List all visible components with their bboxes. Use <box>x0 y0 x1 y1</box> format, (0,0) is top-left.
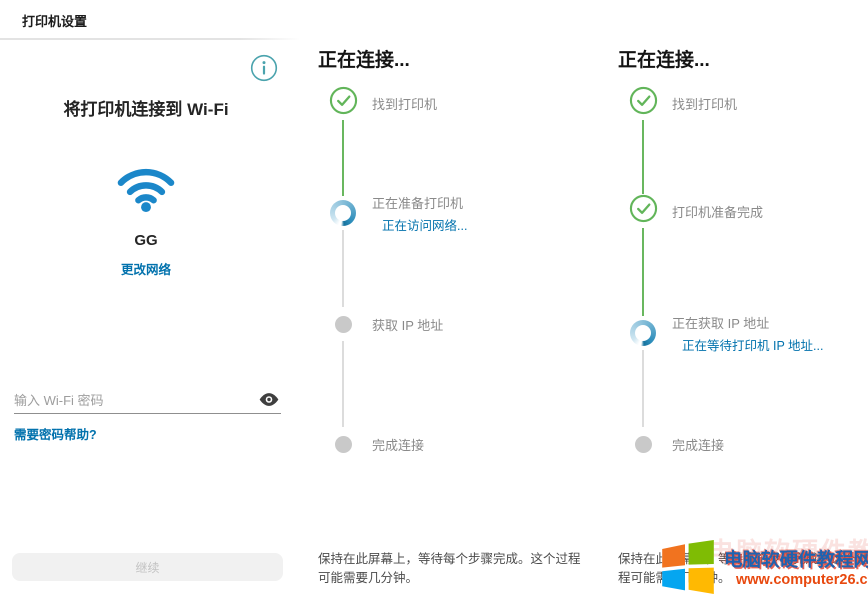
window-title: 打印机设置 <box>22 14 88 29</box>
progress-steps: 找到打印机正在准备打印机正在访问网络... 获取 IP 地址完成连接 <box>318 0 600 599</box>
step-spinner-icon <box>330 200 356 226</box>
progress-step: 完成连接 <box>328 429 600 459</box>
step-connector <box>642 228 644 316</box>
step-label: 正在获取 IP 地址 <box>672 315 770 331</box>
step-substatus: 正在等待打印机 IP 地址... <box>682 338 824 353</box>
progress-step: 找到打印机 <box>628 86 868 120</box>
show-password-toggle[interactable] <box>257 392 281 410</box>
continue-button[interactable]: 继续 <box>12 553 283 581</box>
progress-step: 获取 IP 地址 <box>328 309 600 339</box>
step-label: 找到打印机 <box>372 96 438 112</box>
wait-note: 保持在此屏幕上，等待每个步骤完成。这个过程可能需要几分钟。 <box>318 552 581 586</box>
connecting-title: 正在连接... <box>318 50 410 71</box>
wifi-password-input[interactable] <box>14 393 257 408</box>
step-substatus: 正在访问网络... <box>382 218 468 233</box>
step-done-check-icon <box>329 86 358 120</box>
wait-note: 保持在此屏幕上，等待每个步骤完成。这个过程可能需要几分钟。 <box>618 552 868 586</box>
wifi-icon <box>108 150 184 213</box>
step-label: 正在准备打印机 <box>372 195 464 211</box>
step-label: 打印机准备完成 <box>672 204 764 220</box>
connecting-panel-1: 正在连接... 找到打印机正在准备打印机正在访问网络... 获取 IP 地址完成连… <box>318 0 600 599</box>
progress-step: 完成连接 <box>628 429 868 459</box>
step-connector <box>642 350 644 427</box>
progress-step: 打印机准备完成 <box>628 194 868 228</box>
step-label: 完成连接 <box>672 437 725 453</box>
progress-step: 正在准备打印机正在访问网络... <box>328 196 600 233</box>
eye-icon <box>258 392 280 410</box>
connecting-title: 正在连接... <box>618 50 710 71</box>
progress-steps: 找到打印机打印机准备完成正在获取 IP 地址正在等待打印机 IP 地址... 完成… <box>618 0 868 599</box>
step-done-check-icon <box>629 194 658 228</box>
step-done-check-icon <box>629 86 658 120</box>
progress-step: 正在获取 IP 地址正在等待打印机 IP 地址... <box>628 316 868 353</box>
page-title: 将打印机连接到 Wi-Fi <box>63 100 229 119</box>
connecting-panel-2: 正在连接... 找到打印机打印机准备完成正在获取 IP 地址正在等待打印机 IP… <box>618 0 868 599</box>
step-pending-dot-icon <box>634 435 652 453</box>
step-label: 获取 IP 地址 <box>372 317 444 333</box>
progress-step: 找到打印机 <box>328 86 600 120</box>
password-help-link[interactable]: 需要密码帮助? <box>14 424 97 443</box>
step-pending-dot-icon <box>334 435 352 453</box>
step-connector <box>342 341 344 427</box>
step-connector <box>342 230 344 307</box>
step-label: 完成连接 <box>372 437 425 453</box>
header-divider <box>0 38 300 40</box>
step-connector <box>642 120 644 194</box>
step-pending-dot-icon <box>334 315 352 333</box>
step-connector <box>342 120 344 196</box>
password-field-row <box>14 388 281 414</box>
step-spinner-icon <box>630 320 656 346</box>
info-button[interactable] <box>250 54 278 82</box>
step-label: 找到打印机 <box>672 96 738 112</box>
network-name: GG <box>134 232 158 249</box>
info-icon <box>250 54 278 85</box>
wifi-credentials-panel: 将打印机连接到 Wi-Fi GG 更改网络 <box>0 40 296 599</box>
change-network-link[interactable]: 更改网络 <box>0 259 292 278</box>
